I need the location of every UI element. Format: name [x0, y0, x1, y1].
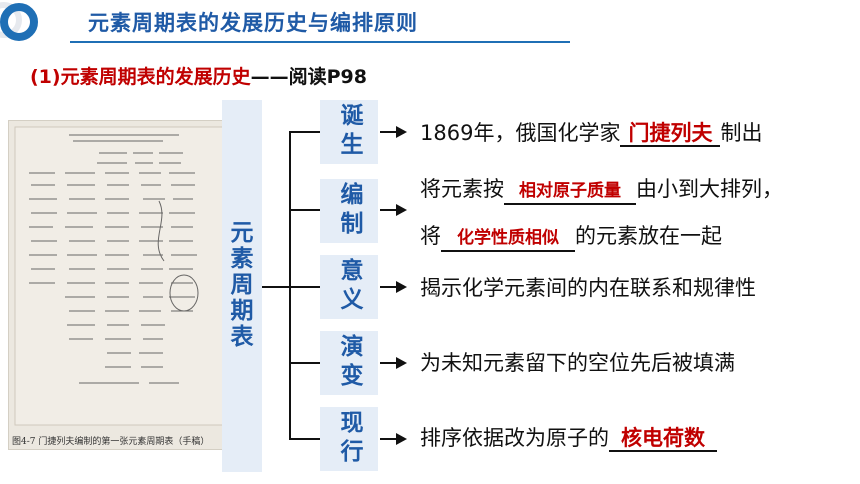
- arrow-1-tail: [380, 131, 398, 133]
- arrow-2-tail: [380, 209, 398, 211]
- root-connector: [262, 286, 290, 288]
- node-label: 诞生: [336, 103, 362, 161]
- current-text-before: 排序依据改为原子的: [420, 426, 609, 450]
- title-underline: [70, 41, 570, 43]
- answer-nuclear-charge: 核电荷数: [609, 426, 717, 452]
- branch-line-3: [289, 286, 320, 288]
- compile-line1-after: 由小到大排列，: [636, 177, 783, 201]
- node-label: 编制: [336, 182, 362, 240]
- arrow-5-icon: [396, 433, 407, 445]
- answer-similar-properties: 化学性质相似: [441, 226, 575, 252]
- tree-trunk: [289, 131, 291, 439]
- manuscript-image: [8, 120, 230, 450]
- arrow-3-tail: [380, 286, 398, 288]
- node-label: 现行: [336, 410, 362, 468]
- node-birth: 诞生: [320, 100, 378, 164]
- root-label: 元素周期表: [230, 220, 254, 350]
- branch-line-4: [289, 362, 320, 364]
- section-subtitle: (1)元素周期表的发展历史——阅读P98: [30, 62, 367, 89]
- branch-line-2: [289, 209, 320, 211]
- figure-caption: 图4-7 门捷列夫编制的第一张元素周期表（手稿）: [12, 437, 210, 447]
- compile-line2-after: 的元素放在一起: [575, 224, 722, 248]
- significance-text: 揭示化学元素间的内在联系和规律性: [420, 276, 756, 300]
- node-significance: 意义: [320, 255, 378, 319]
- arrow-4-icon: [396, 357, 407, 369]
- node-evolution: 演变: [320, 331, 378, 395]
- manuscript-scribbles: [14, 126, 226, 426]
- page-title: 元素周期表的发展历史与编排原则: [88, 11, 418, 35]
- current-text: 排序依据改为原子的核电荷数: [420, 422, 717, 452]
- arrow-4-tail: [380, 362, 398, 364]
- logo-ring-icon: [0, 3, 38, 41]
- arrow-1-icon: [396, 126, 407, 138]
- compile-text-line2: 将化学性质相似的元素放在一起: [420, 220, 722, 252]
- node-label: 意义: [336, 258, 362, 316]
- node-compile: 编制: [320, 179, 378, 243]
- subtitle-suffix: ——阅读P98: [250, 66, 367, 88]
- node-current: 现行: [320, 407, 378, 471]
- answer-relative-atomic-mass: 相对原子质量: [504, 179, 636, 205]
- arrow-2-icon: [396, 204, 407, 216]
- evolution-text: 为未知元素留下的空位先后被填满: [420, 351, 735, 375]
- arrow-3-icon: [396, 281, 407, 293]
- node-label: 演变: [336, 334, 362, 392]
- branch-line-5: [289, 438, 320, 440]
- birth-text-after: 制出: [720, 121, 763, 145]
- birth-text: 1869年，俄国化学家门捷列夫制出: [420, 117, 762, 147]
- birth-text-before: 1869年，俄国化学家: [420, 121, 621, 145]
- arrow-5-tail: [380, 438, 398, 440]
- answer-mendeleev: 门捷列夫: [620, 121, 721, 147]
- subtitle-prefix: (1)元素周期表的发展历史: [30, 66, 251, 88]
- compile-line1-before: 将元素按: [420, 177, 504, 201]
- compile-text-line1: 将元素按相对原子质量由小到大排列，: [420, 173, 783, 205]
- compile-line2-before: 将: [420, 224, 441, 248]
- branch-line-1: [289, 131, 320, 133]
- root-node: [222, 100, 262, 472]
